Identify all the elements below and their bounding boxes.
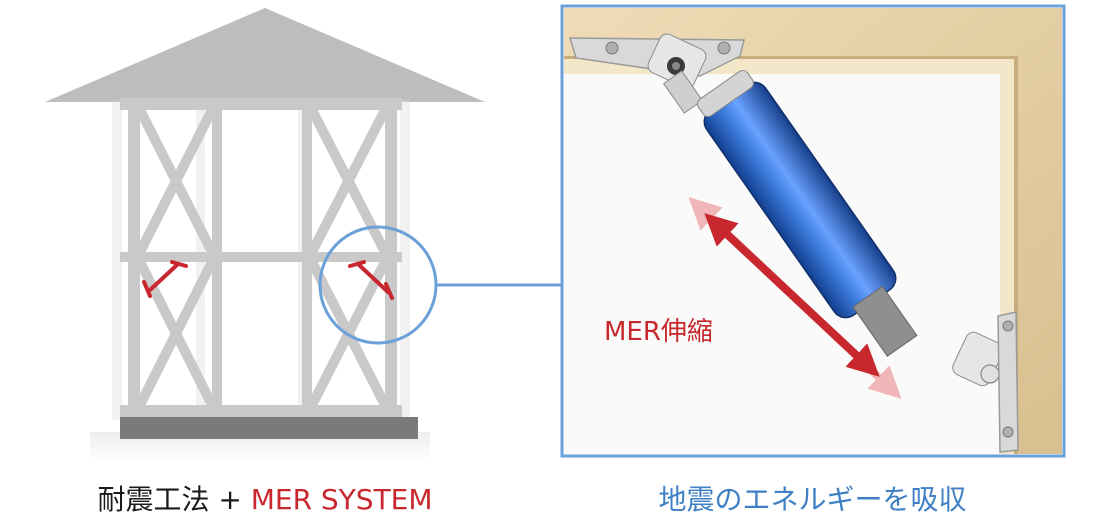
- roof: [45, 8, 485, 102]
- foundation: [120, 417, 418, 439]
- caption-method: 耐震工法 + MER SYSTEM: [40, 478, 490, 518]
- bottom-bracket: [952, 311, 1019, 453]
- house-frame: [45, 8, 485, 462]
- post-right: [385, 98, 397, 418]
- caption-method-prefix: 耐震工法 +: [97, 483, 251, 516]
- post-center-right: [302, 98, 312, 418]
- top-bracket: [568, 33, 745, 114]
- extension-arrow: [704, 213, 880, 377]
- damper-label: MER伸縮: [604, 317, 713, 347]
- damper-photo: MER伸縮: [560, 4, 1066, 458]
- mid-beam: [120, 252, 402, 262]
- caption-energy: 地震のエネルギーを吸収: [658, 483, 967, 516]
- post-left: [128, 98, 140, 418]
- top-beam: [120, 98, 402, 110]
- mer-damper-left: [142, 260, 188, 298]
- bottom-sill: [120, 405, 402, 417]
- post-center-left: [212, 98, 222, 418]
- mer-damper-right: [348, 260, 394, 300]
- caption-method-accent: MER SYSTEM: [250, 483, 433, 516]
